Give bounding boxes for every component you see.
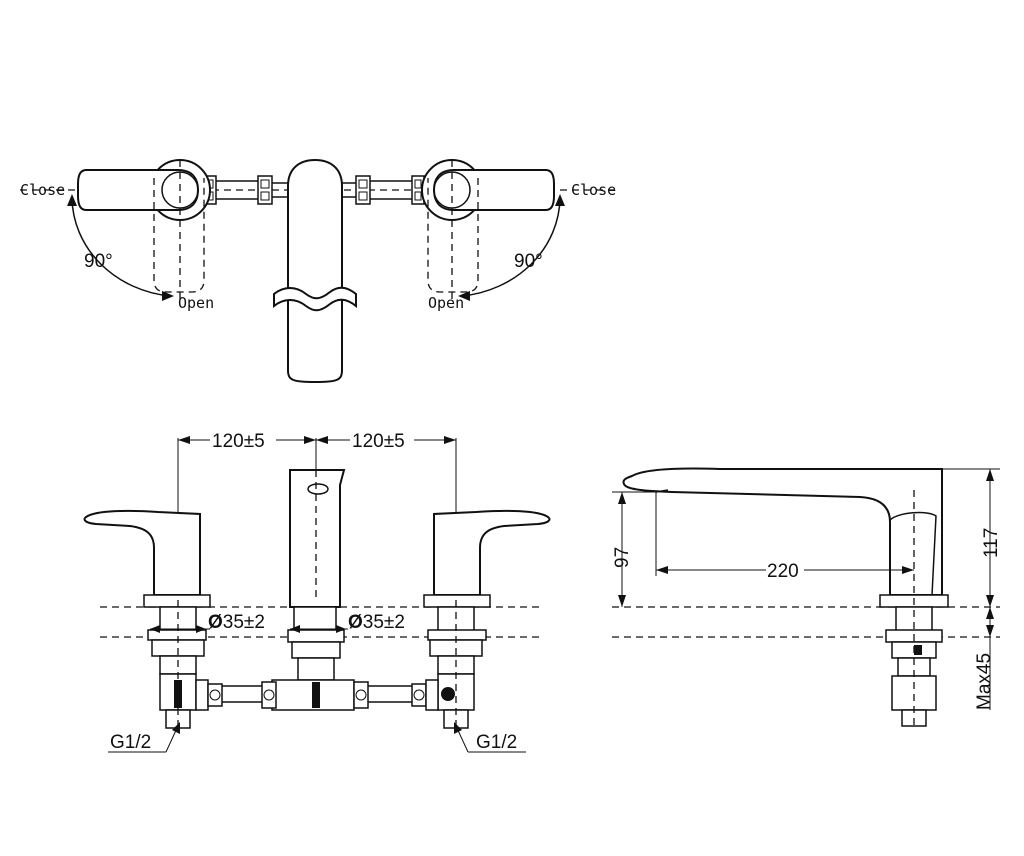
spout-vent-icon bbox=[312, 682, 320, 708]
top-view: Close Close 90° 90° Open Open bbox=[20, 158, 620, 384]
dim-arrow-icon bbox=[178, 436, 190, 444]
dim-arrow-icon bbox=[656, 566, 668, 574]
dim-arrow-icon bbox=[986, 607, 994, 619]
side-view: 97 220 117 Max45 bbox=[612, 467, 1002, 728]
dim-arrow-icon bbox=[196, 625, 206, 633]
top-nut-right-inner bbox=[355, 175, 371, 205]
right-arrow-left-icon bbox=[458, 291, 470, 301]
spout-reach-dimension: 220 bbox=[655, 492, 914, 582]
leader-arrow-icon bbox=[172, 722, 180, 734]
total-height-label: 117 bbox=[981, 528, 1002, 558]
dim-arrow-icon bbox=[444, 436, 456, 444]
right-thread-label: G1/2 bbox=[476, 732, 517, 753]
right-rotation-arc bbox=[461, 197, 561, 297]
top-left-handle bbox=[77, 159, 211, 300]
dim-arrow-icon bbox=[618, 595, 626, 607]
top-nut-left-inner bbox=[257, 175, 273, 205]
dim-arrow-icon bbox=[150, 625, 160, 633]
dim-arrow-icon bbox=[902, 566, 914, 574]
dim-arrow-icon bbox=[986, 595, 994, 607]
right-spacing-label: 120±5 bbox=[352, 431, 405, 452]
dim-arrow-icon bbox=[986, 625, 994, 637]
left-arrow-up-icon bbox=[67, 194, 77, 206]
top-nut-right-outer bbox=[411, 175, 425, 205]
spout-height-label: 97 bbox=[612, 547, 633, 568]
left-close-label: Close bbox=[20, 181, 65, 199]
left-open-label: Open bbox=[178, 294, 214, 312]
dim-arrow-icon bbox=[316, 436, 328, 444]
max-deck-label: Max45 bbox=[974, 653, 995, 710]
spout-height-dimension: 97 bbox=[612, 491, 656, 607]
left-thread-label: G1/2 bbox=[110, 732, 151, 753]
left-rotation-arc bbox=[71, 197, 171, 297]
right-arrow-up-icon bbox=[555, 194, 565, 206]
spout-reach-label: 220 bbox=[767, 561, 799, 582]
left-vent-icon bbox=[174, 680, 182, 708]
dim-arrow-icon bbox=[618, 492, 626, 504]
dim-arrow-icon bbox=[986, 469, 994, 481]
left-angle-label: 90° bbox=[84, 251, 113, 272]
right-angle-label: 90° bbox=[514, 251, 543, 272]
top-spout bbox=[273, 158, 357, 384]
side-fitting-icon bbox=[914, 645, 922, 655]
thread-callouts: G1/2 G1/2 bbox=[108, 722, 526, 753]
diameter-dimensions: Ø35±2 Ø35±2 bbox=[150, 612, 405, 633]
right-diameter-label: Ø35±2 bbox=[348, 612, 405, 633]
spacing-dimension: 120±5 120±5 bbox=[177, 431, 457, 512]
left-arrow-right-icon bbox=[162, 291, 174, 301]
total-height-dimension: 117 bbox=[942, 468, 1002, 607]
front-right-valve bbox=[423, 509, 551, 730]
dim-arrow-icon bbox=[304, 436, 316, 444]
max-deck-dimension: Max45 bbox=[974, 607, 995, 710]
front-view: 120±5 120±5 bbox=[83, 431, 551, 753]
left-spacing-label: 120±5 bbox=[212, 431, 265, 452]
right-open-label: Open bbox=[428, 294, 464, 312]
leader-arrow-icon bbox=[454, 722, 462, 734]
right-close-label: Close bbox=[571, 181, 616, 199]
front-spout bbox=[271, 469, 355, 711]
front-left-valve bbox=[83, 509, 211, 730]
left-diameter-label: Ø35±2 bbox=[208, 612, 265, 633]
dim-arrow-icon bbox=[290, 625, 300, 633]
right-fitting-icon bbox=[441, 687, 455, 701]
side-spout-profile bbox=[622, 467, 943, 596]
top-right-handle bbox=[421, 159, 555, 300]
dim-arrow-icon bbox=[336, 625, 346, 633]
